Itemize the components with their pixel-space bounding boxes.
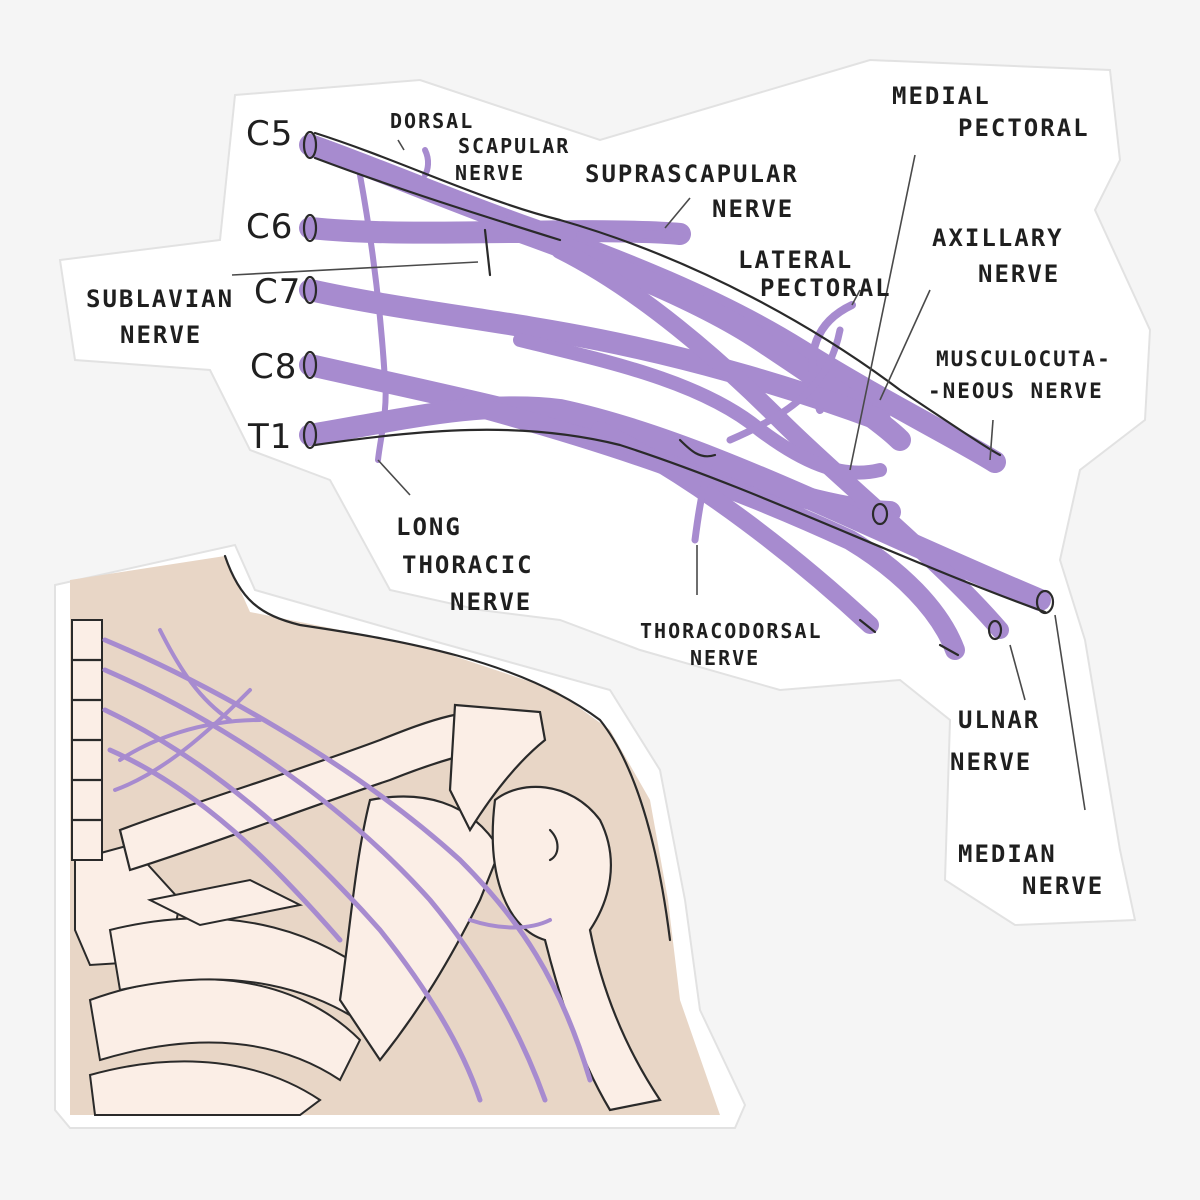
long-thoracic-label-line2: THORACIC [402,551,534,579]
medial-pectoral-loop [726,326,844,444]
root-label-t1: T1 [247,417,292,457]
c7-root [299,279,891,431]
lateral-cord [551,241,1009,639]
thoracodorsal-branch [691,456,714,544]
subclavian-label-line2: NERVE [120,321,202,349]
dorsal-scapular-label-line3: NERVE [455,161,525,185]
median-label-line2: NERVE [1022,872,1104,900]
leader-lines [231,139,1086,811]
medial-pectoral-label-line2: PECTORAL [958,114,1090,142]
ulnar-label-line2: NERVE [950,748,1032,776]
dorsal-scapular-label-line2: SCAPULAR [458,134,570,158]
musculocutaneous-label-line2: -NEOUS NERVE [928,379,1104,403]
root-label-c6: C6 [246,207,293,247]
ribcage [74,843,402,1116]
nerve-trunks [299,134,1051,660]
nerve-labels: DORSAL SCAPULAR NERVE SUPRASCAPULAR NERV… [86,82,1112,900]
suprascapular-nerve [576,230,684,239]
root-label-c8: C8 [250,347,297,387]
musculocutaneous-label-line1: MUSCULOCUTA- [936,347,1112,371]
outline-ink [302,130,1055,657]
root-label-c5: C5 [246,114,293,154]
plexus-sketch [102,628,593,1103]
lateral-pectoral-nerve [808,301,856,414]
root-labels: C5 C6 C7 C8 T1 [246,114,301,457]
dorsal-scapular-nerve [422,147,431,178]
acromion [448,703,547,833]
axillary-label-line2: NERVE [978,260,1060,288]
long-thoracic-label-line3: NERVE [450,588,532,616]
root-label-c7: C7 [254,272,301,312]
median-label-line1: MEDIAN [958,840,1057,868]
brachial-plexus-diagram [299,130,1055,660]
ulnar-label-line1: ULNAR [958,706,1040,734]
dorsal-scapular-label-line1: DORSAL [390,109,474,133]
suprascapular-label-line2: NERVE [712,195,794,223]
posterior-cord [513,333,887,480]
spine [70,619,104,861]
lateral-pectoral-label-line1: LATERAL [738,246,853,274]
long-thoracic-label-line1: LONG [396,513,462,541]
subclavian-label-line1: SUBLAVIAN [86,285,234,313]
lateral-pectoral-label-line2: PECTORAL [760,274,892,302]
thoracodorsal-label-line2: NERVE [690,646,760,670]
suprascapular-label-line1: SUPRASCAPULAR [585,160,799,188]
axillary-label-line1: AXILLARY [932,224,1064,252]
humerus [491,785,662,1112]
medial-pectoral-label-line1: MEDIAL [892,82,991,110]
thoracodorsal-label-line1: THORACODORSAL [640,619,823,643]
shoulder-illustration [70,554,720,1116]
lower-trunk [460,395,965,660]
